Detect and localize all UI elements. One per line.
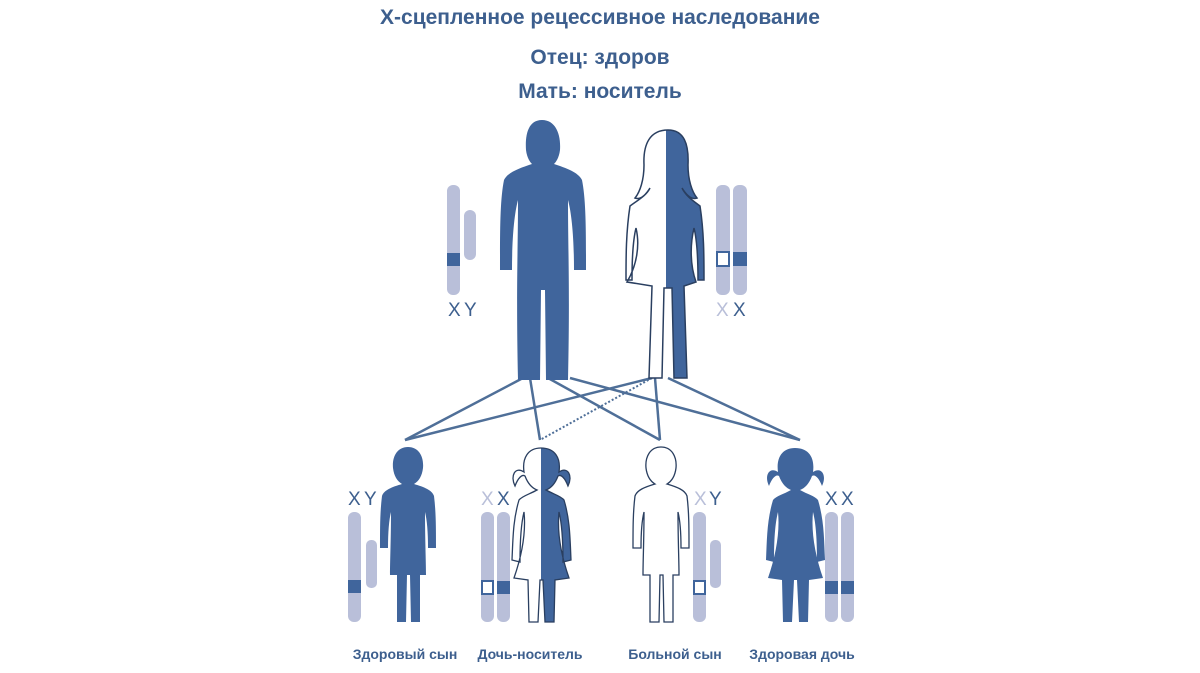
- daughter2-chr-label-x1: X: [825, 489, 838, 510]
- mother-chromosomes: X X: [716, 185, 747, 321]
- line-mother-son1: [404, 376, 653, 442]
- line-mother-daughter1: [539, 377, 653, 441]
- chromosome-y: [464, 210, 476, 260]
- father-chr-label-y: Y: [464, 300, 477, 321]
- girl-figure: [766, 448, 825, 622]
- girl-figure: [511, 447, 572, 623]
- child-affected-son: X Y Больной сын: [628, 446, 722, 662]
- line-father-daughter1: [528, 377, 542, 441]
- mother-status: Мать: носитель: [518, 80, 682, 103]
- child-healthy-son: X Y Здоровый сын: [348, 447, 457, 662]
- daughter1-caption: Дочь-носитель: [477, 646, 582, 662]
- father-figure: [500, 120, 586, 380]
- line-father-son2: [547, 376, 661, 442]
- father-chr-label-x: X: [448, 300, 461, 321]
- diagram-title: Х-сцепленное рецессивное наследование: [380, 6, 820, 29]
- child-carrier-daughter: X X Дочь-носитель: [477, 447, 583, 662]
- boy-figure: [380, 447, 436, 622]
- inheritance-lines: [404, 376, 801, 442]
- line-mother-daughter2: [667, 376, 801, 442]
- daughter1-chr-label-x2: X: [497, 489, 510, 510]
- mother-chr-label-x1: X: [716, 300, 729, 321]
- son2-chr-label-x: X: [694, 489, 707, 510]
- child-healthy-daughter: X X Здоровая дочь: [749, 448, 855, 662]
- mother-figure: [625, 129, 705, 379]
- daughter2-caption: Здоровая дочь: [749, 646, 855, 662]
- line-mother-son2: [653, 377, 662, 441]
- chromosome-x-mutant: [716, 185, 730, 295]
- son1-chr-label-x: X: [348, 489, 361, 510]
- boy-figure: [632, 446, 690, 623]
- daughter1-chr-label-x1: X: [481, 489, 494, 510]
- mother-chr-label-x2: X: [733, 300, 746, 321]
- chromosome-x: [733, 185, 747, 295]
- chromosome-x: [447, 185, 460, 295]
- father-status: Отец: здоров: [530, 46, 670, 69]
- son1-chr-label-y: Y: [364, 489, 377, 510]
- son1-caption: Здоровый сын: [353, 646, 458, 662]
- father-chromosomes: X Y: [447, 185, 477, 321]
- son2-chr-label-y: Y: [709, 489, 722, 510]
- daughter2-chr-label-x2: X: [841, 489, 854, 510]
- line-father-son1: [404, 376, 524, 442]
- son2-caption: Больной сын: [628, 646, 721, 662]
